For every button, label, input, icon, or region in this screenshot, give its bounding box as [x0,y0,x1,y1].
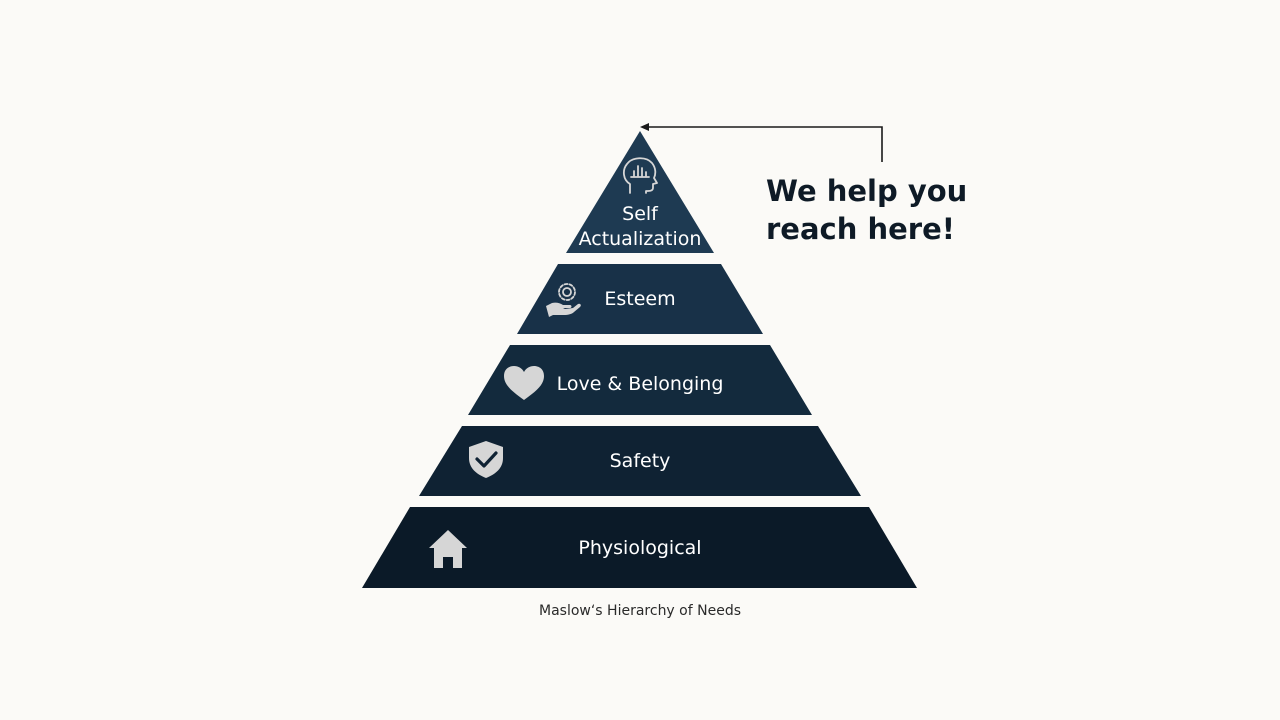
heart-icon [504,366,544,400]
head-icon [623,157,658,194]
shield-check-icon [469,441,503,478]
tier-safety: Safety [419,426,861,496]
tier-esteem: Esteem [517,264,763,334]
callout-line1: We help you [766,174,968,208]
tier-self-actualization-label-line1: Self [622,203,659,225]
tier-self-actualization: Self Actualization [566,131,714,253]
home-icon [429,530,467,568]
tier-self-actualization-label-line2: Actualization [579,228,702,250]
callout-text: We help you reach here! [766,172,1006,248]
tier-physiological: Physiological [362,507,917,588]
tier-love-belonging-label: Love & Belonging [557,373,724,395]
hand-flower-icon [546,283,581,317]
tier-love-belonging: Love & Belonging [468,345,812,415]
diagram-caption: Maslow‘s Hierarchy of Needs [539,603,741,619]
tier-safety-label: Safety [610,450,671,472]
callout-arrow [640,123,883,162]
callout-line2: reach here! [766,212,955,246]
tier-esteem-label: Esteem [604,288,675,310]
tier-physiological-label: Physiological [578,537,701,559]
arrowhead-icon [640,123,649,131]
